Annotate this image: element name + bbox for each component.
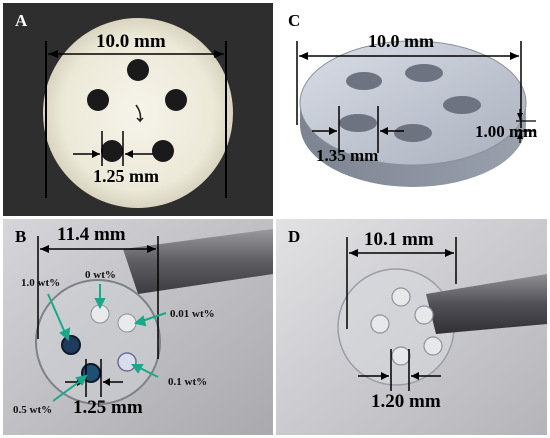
hole bbox=[127, 59, 149, 81]
hole-size-label: 1.25 mm bbox=[93, 166, 159, 186]
hole-size-label: 1.20 mm bbox=[371, 391, 441, 412]
hole bbox=[391, 287, 411, 307]
hole bbox=[165, 89, 187, 111]
disc-top bbox=[299, 40, 527, 166]
panel-b-photo bbox=[3, 219, 273, 435]
annotation-arrows bbox=[47, 284, 167, 402]
hole bbox=[443, 96, 481, 114]
tweezers bbox=[426, 274, 547, 334]
membrane-disc bbox=[43, 18, 233, 208]
hole bbox=[339, 114, 377, 132]
concentration-label-05wt: 0.5 wt% bbox=[13, 404, 53, 416]
hole bbox=[394, 124, 432, 142]
hole-size-label: 1.25 mm bbox=[73, 397, 143, 418]
hole bbox=[152, 140, 174, 162]
hole bbox=[414, 305, 434, 325]
concentration-label-01wt: 0.1 wt% bbox=[168, 376, 208, 388]
hole bbox=[117, 352, 137, 372]
hole bbox=[391, 346, 411, 366]
hole bbox=[423, 336, 443, 356]
panel-label: B bbox=[15, 227, 27, 246]
concentration-label-1wt: 1.0 wt% bbox=[21, 277, 61, 289]
panel-label: C bbox=[288, 11, 301, 30]
panel-b: B 11.4 mm 1.25 mm 0 wt% 1.0 wt% 0.01 wt%… bbox=[3, 219, 273, 435]
panel-d: D 10.1 mm 1.20 mm bbox=[276, 219, 547, 435]
hole bbox=[101, 140, 123, 162]
disc-edge bbox=[300, 103, 526, 187]
width-label: 10.0 mm bbox=[368, 31, 434, 51]
hole bbox=[370, 314, 390, 334]
panel-a-photo bbox=[43, 18, 233, 208]
hole bbox=[405, 64, 443, 82]
thickness-label: 1.00 mm bbox=[475, 122, 538, 141]
mark-arrow bbox=[135, 104, 144, 123]
panel-d-photo bbox=[276, 219, 547, 435]
panel-a: A 10.0 mm 1.25 mm bbox=[3, 3, 273, 216]
panel-c: C 10.0 mm 1.35 mm 1.00 mm bbox=[276, 3, 547, 216]
hole-size-label: 1.35 mm bbox=[316, 146, 379, 165]
tweezers bbox=[123, 229, 273, 294]
hole bbox=[346, 72, 382, 90]
membrane-disc bbox=[35, 279, 161, 405]
panel-label: D bbox=[288, 227, 301, 246]
hole bbox=[87, 89, 109, 111]
width-label: 11.4 mm bbox=[57, 224, 126, 245]
concentration-label-0wt: 0 wt% bbox=[85, 269, 116, 281]
hole bbox=[117, 313, 137, 333]
width-label: 10.1 mm bbox=[364, 229, 434, 250]
panel-c-cad-model bbox=[296, 40, 536, 187]
concentration-label-001wt: 0.01 wt% bbox=[170, 308, 215, 320]
panel-label: A bbox=[15, 11, 28, 30]
hole bbox=[61, 335, 81, 355]
width-label: 10.0 mm bbox=[96, 31, 166, 52]
